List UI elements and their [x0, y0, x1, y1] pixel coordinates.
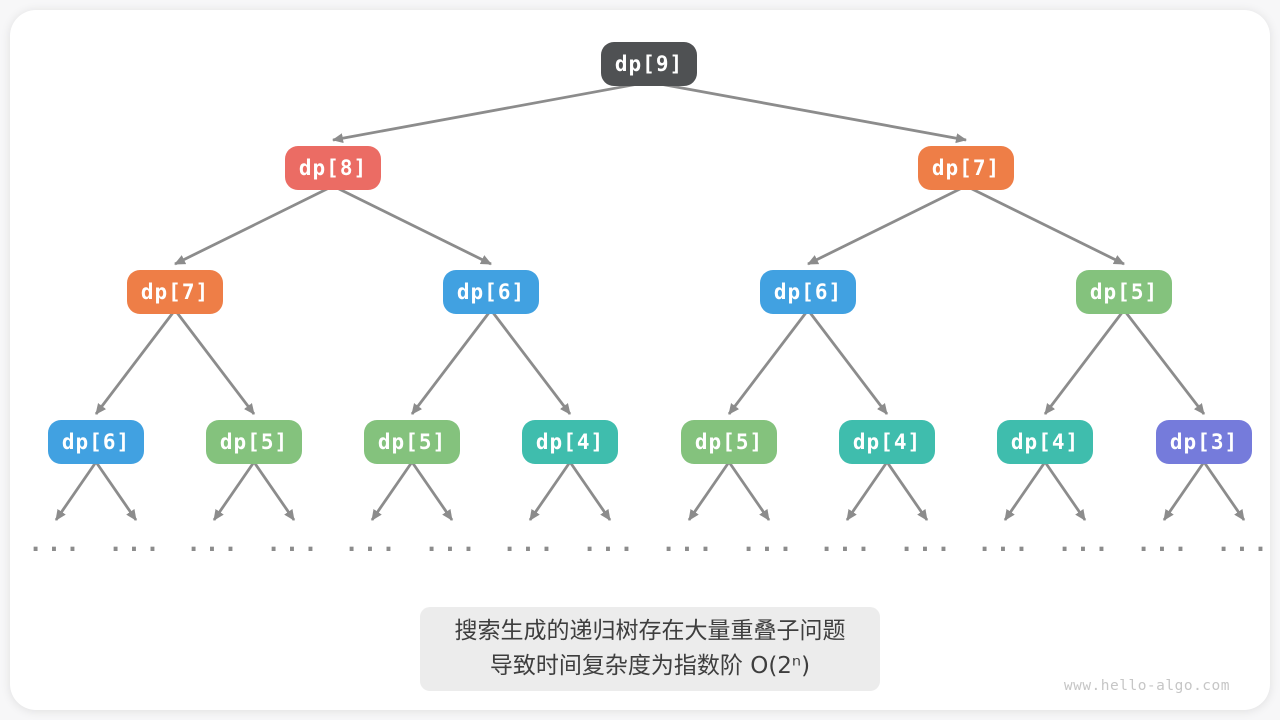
subtree-ellipsis: ... — [502, 529, 558, 557]
edge-arrow — [252, 461, 296, 521]
subtree-ellipsis: ... — [977, 529, 1033, 557]
edge-arrow — [1202, 461, 1246, 521]
caption-line-2: 导致时间复杂度为指数阶 O(2ⁿ) — [489, 653, 811, 679]
caption-box: 搜索生成的递归树存在大量重叠子问题 导致时间复杂度为指数阶 O(2ⁿ) — [420, 607, 880, 691]
edge-arrow — [94, 461, 138, 521]
subtree-ellipsis: ... — [424, 529, 480, 557]
tree-node-dp-5-l3: dp[5] — [364, 420, 460, 464]
subtree-ellipsis: ... — [266, 529, 322, 557]
subtree-ellipsis: ... — [186, 529, 242, 557]
edge-arrow — [965, 184, 1125, 266]
edge-arrow — [528, 461, 572, 521]
subtree-ellipsis: ... — [28, 529, 84, 557]
subtree-ellipsis: ... — [344, 529, 400, 557]
edge-arrow — [410, 461, 454, 521]
tree-node-dp-4-l4: dp[4] — [522, 420, 618, 464]
tree-node-dp-3-l8: dp[3] — [1156, 420, 1252, 464]
subtree-ellipsis: ... — [1216, 529, 1270, 557]
subtree-ellipsis: ... — [741, 529, 797, 557]
edge-arrow — [1122, 309, 1206, 415]
edge-arrow — [1043, 461, 1087, 521]
edge-arrow — [885, 461, 929, 521]
tree-node-dp-6-n6b: dp[6] — [760, 270, 856, 314]
subtree-ellipsis: ... — [661, 529, 717, 557]
edge-arrow — [806, 309, 889, 415]
edge-arrow — [845, 461, 889, 521]
edge-arrow — [94, 309, 177, 415]
tree-node-dp-5-l5: dp[5] — [681, 420, 777, 464]
edge-arrow — [568, 461, 612, 521]
tree-node-dp-5-l2: dp[5] — [206, 420, 302, 464]
edge-arrow — [687, 461, 731, 521]
tree-node-dp-4-l7: dp[4] — [997, 420, 1093, 464]
edge-arrow — [727, 309, 810, 415]
edge-arrow — [1003, 461, 1047, 521]
edge-arrow — [370, 461, 414, 521]
tree-node-dp-7-n7b: dp[7] — [127, 270, 223, 314]
tree-node-dp-4-l6: dp[4] — [839, 420, 935, 464]
watermark: www.hello-algo.com — [1063, 678, 1230, 694]
edge-arrow — [1162, 461, 1206, 521]
tree-node-dp-6-n6a: dp[6] — [443, 270, 539, 314]
tree-node-dp-9-n9: dp[9] — [601, 42, 697, 86]
edge-arrow — [174, 184, 334, 266]
edge-arrow — [489, 309, 572, 415]
diagram-canvas: ........................................… — [10, 10, 1270, 710]
edge-arrow — [173, 309, 256, 415]
subtree-ellipsis: ... — [899, 529, 955, 557]
edge-arrow — [332, 80, 650, 144]
subtree-ellipsis: ... — [582, 529, 638, 557]
edge-arrow — [212, 461, 256, 521]
edge-arrow — [54, 461, 98, 521]
edge-arrow — [807, 184, 967, 266]
subtree-ellipsis: ... — [108, 529, 164, 557]
subtree-ellipsis: ... — [1136, 529, 1192, 557]
tree-node-dp-7-n7: dp[7] — [918, 146, 1014, 190]
edges-layer — [54, 80, 1246, 521]
subtree-ellipsis: ... — [1057, 529, 1113, 557]
edge-arrow — [727, 461, 771, 521]
edge-arrow — [1043, 309, 1126, 415]
tree-node-dp-5-n5a: dp[5] — [1076, 270, 1172, 314]
edge-arrow — [332, 184, 492, 266]
edge-arrow — [410, 309, 493, 415]
caption-line-1: 搜索生成的递归树存在大量重叠子问题 — [454, 618, 846, 644]
tree-node-dp-8-n8: dp[8] — [285, 146, 381, 190]
tree-node-dp-6-l1: dp[6] — [48, 420, 144, 464]
subtree-ellipsis: ... — [819, 529, 875, 557]
edge-arrow — [648, 80, 967, 144]
